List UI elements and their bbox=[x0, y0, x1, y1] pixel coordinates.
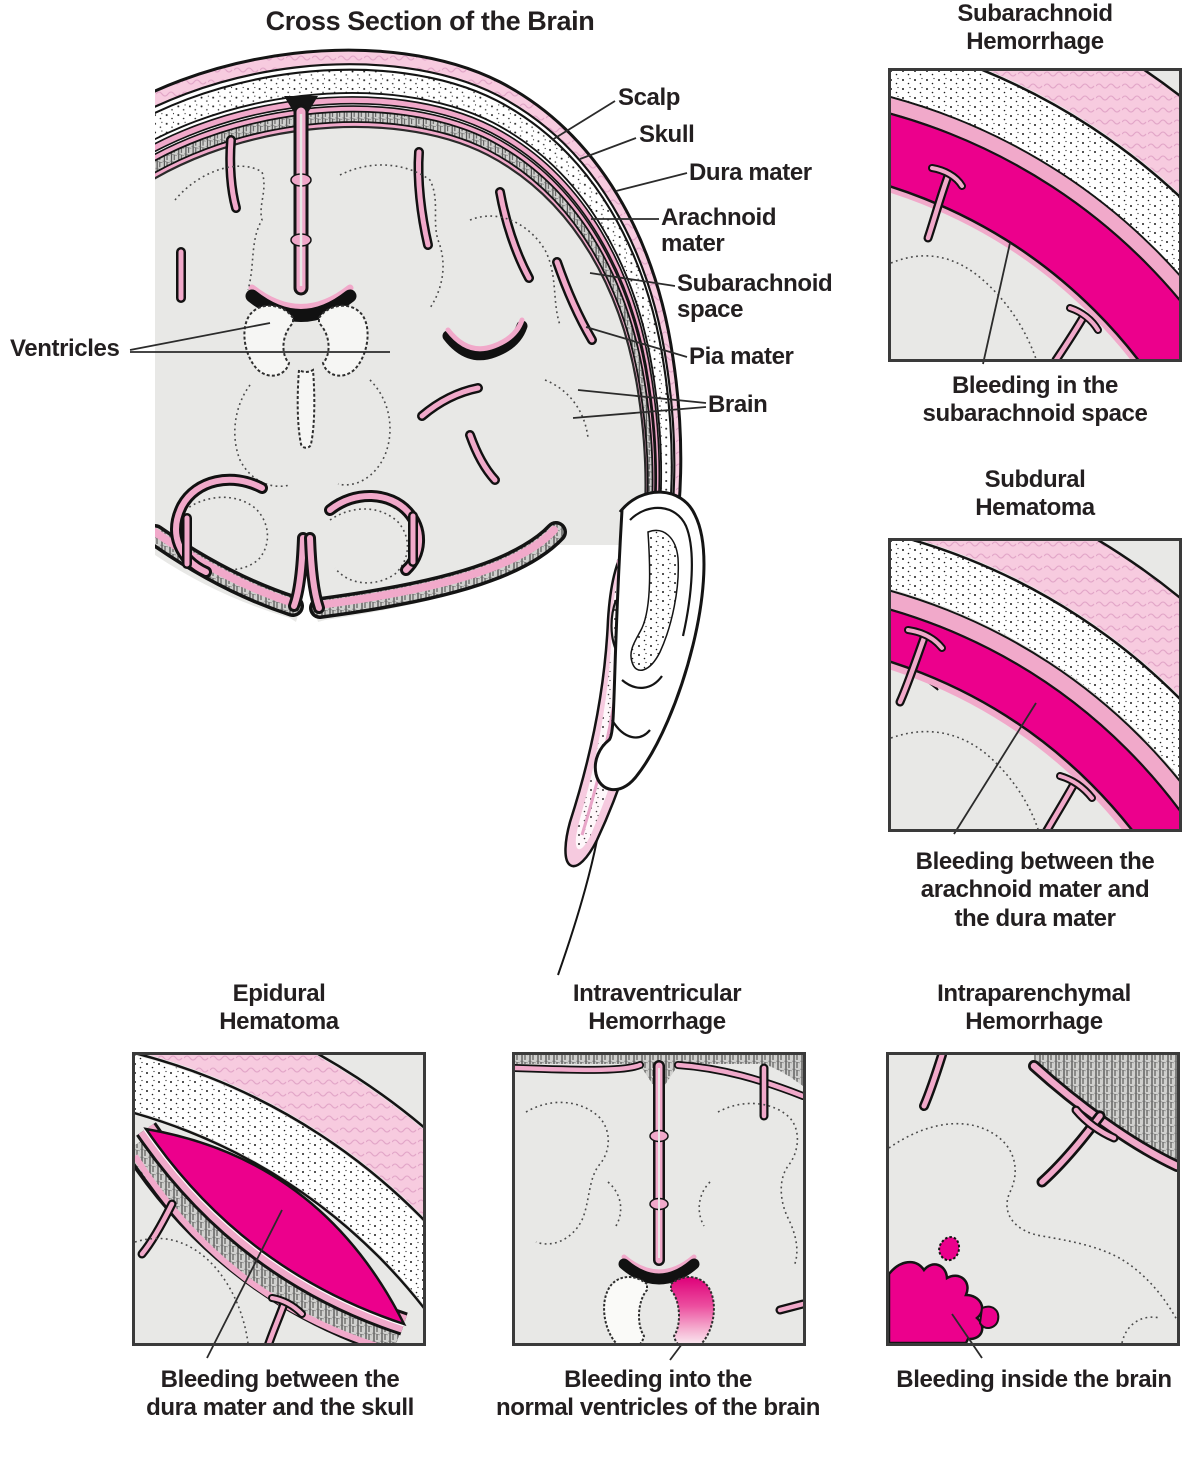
label-pia-mater: Pia mater bbox=[689, 343, 794, 370]
panel-border bbox=[888, 68, 1182, 362]
cortical-sulci bbox=[176, 135, 597, 485]
caption-leader bbox=[206, 1209, 283, 1359]
panel-caption-epidural: Bleeding between the dura mater and the … bbox=[146, 1366, 414, 1422]
label-leader-lines bbox=[129, 100, 707, 419]
label-skull: Skull bbox=[639, 121, 695, 148]
label-dura-mater: Dura mater bbox=[689, 159, 812, 186]
subarachnoid-hemorrhage-illustration bbox=[888, 68, 1182, 365]
intraparenchymal-hemorrhage-illustration bbox=[886, 1052, 1180, 1359]
inferior-meninges bbox=[155, 521, 567, 619]
caption-leader bbox=[669, 1343, 683, 1361]
main-title: Cross Section of the Brain bbox=[265, 6, 595, 36]
panel-caption-subarachnoid: Bleeding in the subarachnoid space bbox=[922, 372, 1148, 428]
label-ventricles: Ventricles bbox=[10, 335, 120, 362]
jaw-line bbox=[557, 839, 598, 976]
label-arachnoid-mater: Arachnoid mater bbox=[661, 204, 777, 257]
background-carve bbox=[155, 545, 700, 664]
panel-title-intraparenchymal: Intraparenchymal Hemorrhage bbox=[937, 980, 1131, 1035]
panel-title-intraventricular: Intraventricular Hemorrhage bbox=[572, 980, 742, 1035]
panel-border bbox=[132, 1052, 426, 1346]
epidural-hematoma-illustration bbox=[132, 1052, 426, 1359]
caption-leader bbox=[951, 1313, 983, 1359]
panel-title-subarachnoid: Subarachnoid Hemorrhage bbox=[957, 0, 1113, 55]
caption-leader bbox=[953, 702, 1037, 835]
panel-title-subdural: Subdural Hematoma bbox=[975, 466, 1095, 521]
panel-caption-subdural: Bleeding between the arachnoid mater and… bbox=[915, 848, 1155, 932]
blood-satellite bbox=[938, 1236, 961, 1262]
transverse-fissure bbox=[245, 284, 357, 322]
panel-caption-intraparenchymal: Bleeding inside the brain bbox=[896, 1366, 1172, 1393]
label-subarachnoid-space: Subarachnoid space bbox=[677, 270, 833, 323]
ventricles-shape bbox=[243, 304, 369, 449]
panel-border bbox=[512, 1052, 806, 1346]
subdural-hematoma-illustration bbox=[888, 538, 1182, 835]
meninges-layer-stack bbox=[155, 48, 700, 664]
label-brain: Brain bbox=[708, 391, 768, 418]
label-scalp: Scalp bbox=[618, 84, 681, 111]
intraventricular-hemorrhage-illustration bbox=[512, 1052, 806, 1361]
basal-gyri bbox=[170, 473, 426, 578]
midline-fissure bbox=[618, 1060, 700, 1285]
panel-border bbox=[888, 538, 1182, 832]
panel-border bbox=[886, 1052, 1180, 1346]
ear bbox=[593, 490, 706, 791]
panel-title-epidural: Epidural Hematoma bbox=[219, 980, 339, 1035]
caption-leader bbox=[982, 242, 1011, 365]
brain-cross-section-illustration bbox=[129, 48, 707, 976]
panel-caption-intraventricular: Bleeding into the normal ventricles of t… bbox=[495, 1366, 821, 1422]
longitudinal-fissure bbox=[290, 104, 312, 296]
